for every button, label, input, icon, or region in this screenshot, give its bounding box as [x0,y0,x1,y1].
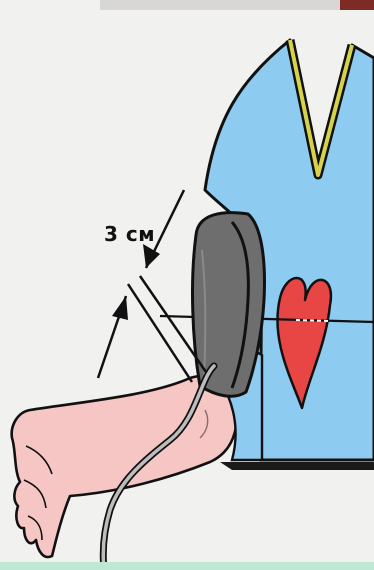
measurement-guide-line-1 [128,284,192,382]
table-shadow [220,462,374,470]
forearm [12,376,237,557]
measurement-arrow-lower-head [112,296,128,320]
top-edge-dark-patch [340,0,374,10]
bottom-strip [0,562,374,570]
top-edge-strip [100,0,374,10]
measurement-label: 3 см [104,222,155,246]
measurement-arrow-upper-head [143,244,160,268]
